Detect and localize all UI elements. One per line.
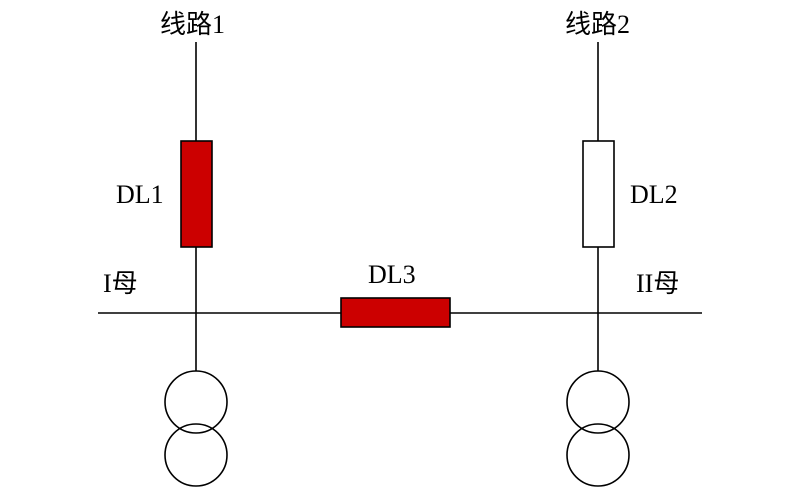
breaker-dl1-label: DL1 (116, 180, 164, 209)
transformer2-secondary-winding (566, 423, 630, 487)
transformer1-secondary-winding (164, 423, 228, 487)
line1-label: 线路1 (160, 10, 225, 39)
line2-label: 线路2 (565, 10, 630, 39)
breaker-dl3-bus-tie (340, 297, 451, 328)
breaker-dl3-label: DL3 (368, 260, 416, 289)
bus2-label: II母 (636, 269, 679, 298)
bus1-label: I母 (103, 269, 138, 298)
breaker-dl2 (582, 140, 615, 248)
breaker-dl1 (180, 140, 213, 248)
transformer2-primary-winding (566, 370, 630, 434)
breaker-dl2-label: DL2 (630, 180, 678, 209)
transformer1-primary-winding (164, 370, 228, 434)
